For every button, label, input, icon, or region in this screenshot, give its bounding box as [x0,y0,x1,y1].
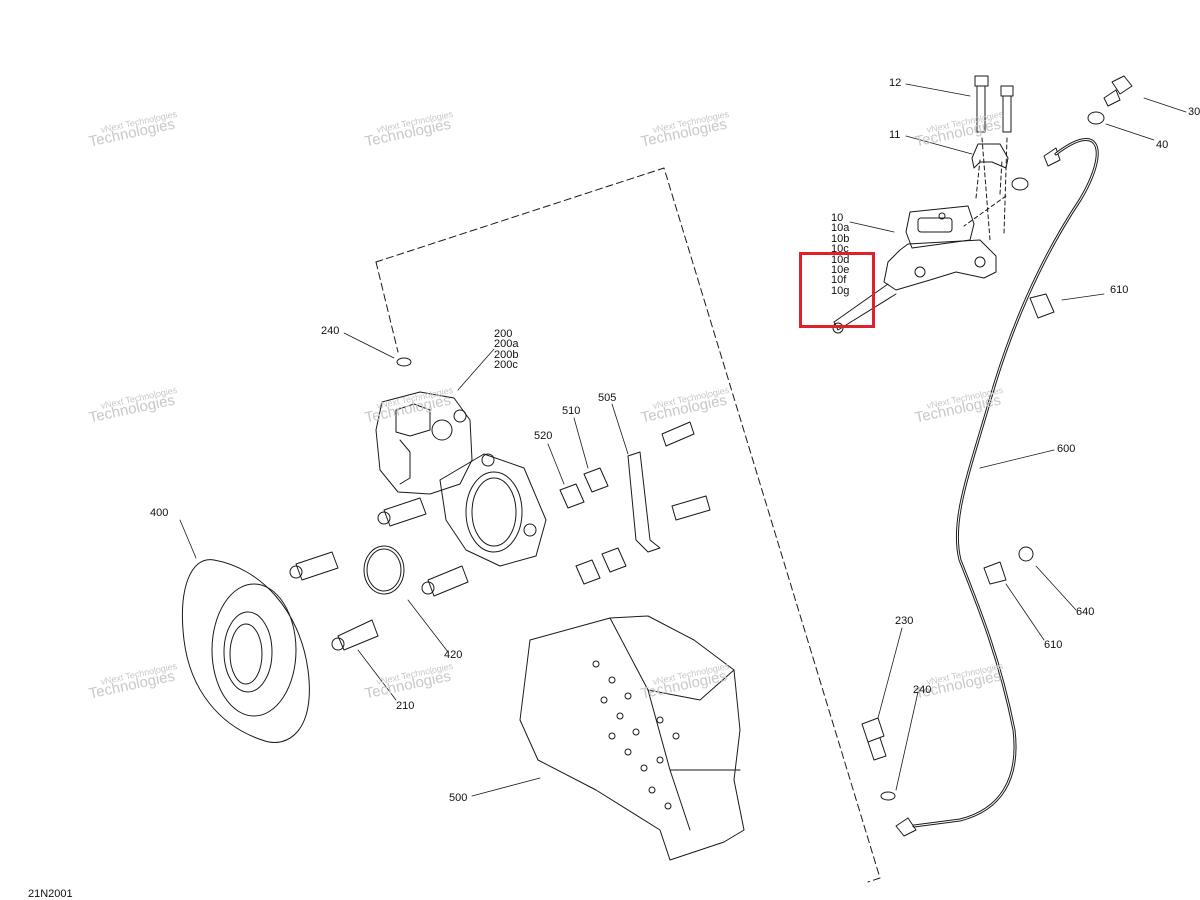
callout-610-upper[interactable]: 610 [1110,284,1129,296]
callout-10f[interactable]: 10f [831,274,847,287]
callout-420[interactable]: 420 [444,649,463,661]
callout-10b[interactable]: 10b [831,232,850,245]
callout-640[interactable]: 640 [1076,606,1095,618]
callout-600[interactable]: 600 [1057,443,1076,455]
bleeder-230 [861,717,887,761]
bolt-210 [289,497,469,651]
callout-10e[interactable]: 10e [831,264,850,277]
callout-505[interactable]: 505 [598,392,617,404]
leader-lines [179,83,1187,797]
skid-plate-500 [519,615,745,861]
callout-10d[interactable]: 10d [831,253,850,266]
washer-40 [1087,111,1105,125]
washer-240 [396,357,412,367]
callout-12[interactable]: 12 [889,77,902,89]
callout-200-group[interactable]: 200 200a 200b 200c [494,328,519,372]
callout-10g[interactable]: 10g [831,284,850,297]
callout-230[interactable]: 230 [895,615,914,627]
caliper-bracket [439,453,547,567]
link-505 [627,451,661,553]
callout-200c[interactable]: 200c [494,359,518,372]
callout-10-group[interactable]: 10 10a 10b 10c 10d 10e 10f 10g [831,212,850,297]
assembly-boundary-dashed [375,167,881,883]
clamp-11 [971,143,1009,169]
selected-callout-highlight [799,252,875,328]
callout-200a[interactable]: 200a [494,338,519,351]
callout-210[interactable]: 210 [396,700,415,712]
callout-240-lower[interactable]: 240 [913,684,932,696]
callout-200b[interactable]: 200b [494,348,519,361]
nut-510 [583,467,627,573]
banjo-bolt-30 [1103,75,1133,107]
callout-30[interactable]: 30 [1188,106,1200,118]
callout-500[interactable]: 500 [449,792,468,804]
callout-10a[interactable]: 10a [831,222,850,235]
callout-520[interactable]: 520 [534,430,553,442]
callout-240-upper[interactable]: 240 [321,325,340,337]
brake-disc-400 [181,559,310,743]
brake-caliper-200 [375,391,473,495]
clip-610-upper [1029,293,1055,319]
callout-10c[interactable]: 10c [831,243,849,256]
callout-610-lower[interactable]: 610 [1044,639,1063,651]
diagram-code: 21N2001 [28,888,73,900]
callout-10[interactable]: 10 [831,212,844,224]
bolt-12 [974,75,1014,133]
o-ring-420 [363,545,405,595]
grommet-640 [1018,546,1034,562]
callout-40[interactable]: 40 [1156,139,1169,151]
cap-520 [559,483,601,585]
callout-400[interactable]: 400 [150,507,169,519]
callout-200[interactable]: 200 [494,328,513,340]
master-cylinder [832,205,997,334]
clip-610-lower [983,561,1007,585]
callout-510[interactable]: 510 [562,405,581,417]
callout-11[interactable]: 11 [889,129,901,141]
